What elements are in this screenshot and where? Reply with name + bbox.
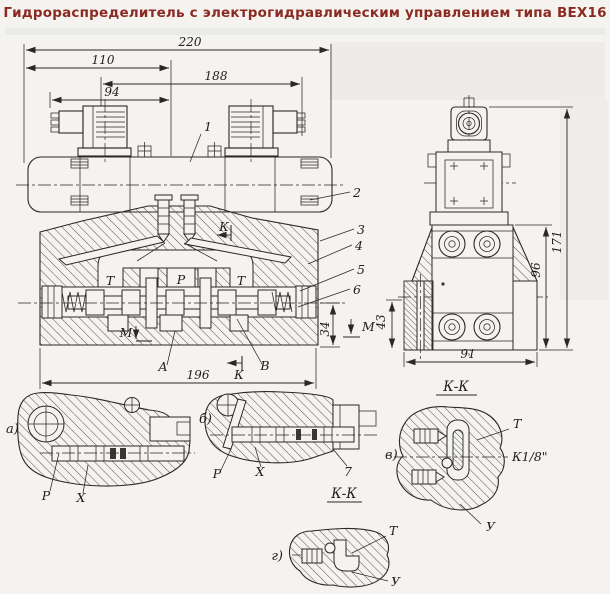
pilot-channel-right: [183, 237, 293, 264]
dim-43-label: 43: [374, 314, 388, 331]
side-body: [403, 224, 538, 360]
detail-v-label: в): [385, 448, 398, 463]
right-connector: [272, 110, 298, 134]
detail-b-port-x: Х: [255, 464, 266, 479]
spring-right: [271, 291, 293, 313]
dim-220-label: 220: [178, 35, 202, 49]
left-solenoid: [50, 99, 132, 162]
spool-assembly: [18, 277, 347, 332]
dim-91-label: 91: [460, 347, 475, 361]
part-callout-4: 4: [354, 238, 363, 253]
section-m-marker-main: М: [119, 325, 152, 342]
bottom-dimensions: 196 К 34: [39, 302, 340, 389]
section-k-top-label: К: [218, 219, 229, 234]
side-dimensions: 171 96 43 91: [374, 106, 573, 367]
part-callouts: 2 3 4 5 6: [297, 185, 365, 308]
detail-a-spool: [51, 445, 185, 462]
detail-b-section-title: К-К: [327, 486, 362, 503]
dim-171-label: 171: [550, 231, 564, 254]
main-front-view: 220 110 188 94: [16, 35, 365, 389]
detail-view-b: б) Р Х 7 К-К: [199, 391, 380, 503]
top-bolt-left: [137, 142, 152, 158]
detail-view-v: в) Т К1/8" У: [385, 406, 548, 534]
part-callout-7: 7: [344, 464, 352, 479]
part-callout-3: 3: [357, 222, 365, 237]
section-k-marker-bottom: К: [227, 356, 244, 382]
section-m-marker-side: М: [343, 319, 376, 338]
side-view: 171 96 43 91 М К-К: [343, 95, 573, 396]
detail-b-port-p: Р: [212, 466, 222, 481]
detail-g-channel: [333, 539, 360, 572]
pilot-channel-left: [57, 235, 166, 266]
callout-1: 1: [189, 119, 212, 163]
right-solenoid: [224, 99, 306, 162]
top-bolt-right: [207, 142, 222, 158]
detail-g-label: г): [271, 549, 283, 564]
part-callout-2: 2: [352, 185, 361, 200]
detail-v-port-k18: К1/8": [511, 449, 548, 464]
center-studs: [154, 194, 199, 243]
part-callout-6: 6: [353, 282, 361, 297]
section-m-side-label: М: [361, 319, 376, 334]
detail-v-port-y: У: [486, 519, 496, 534]
detail-a-label: а): [6, 422, 19, 437]
left-connector: [58, 110, 84, 134]
section-kk-side-label: К-К: [442, 379, 469, 395]
dim-96-label: 96: [529, 262, 543, 278]
detail-view-g: г) Т У: [271, 523, 401, 589]
coil-corner-marks: [450, 162, 488, 205]
adapter-plate: [429, 211, 509, 226]
detail-a-port-x: Х: [76, 490, 87, 505]
valve-body-section: К Т Р: [18, 194, 347, 374]
detail-v-port-t: Т: [513, 416, 523, 431]
section-k-bottom-label: К: [233, 367, 244, 382]
end-ribs: [70, 158, 319, 206]
part-callout-5: 5: [357, 262, 365, 277]
dim-110-label: 110: [92, 53, 115, 67]
spring-left: [61, 291, 87, 313]
page-title: Гидрораспределитель с электрогидравличес…: [3, 5, 607, 21]
dim-196-label: 196: [187, 368, 210, 382]
cylinder-body: [16, 142, 346, 213]
port-t-right-label: Т: [237, 273, 247, 288]
port-a-label: А: [157, 359, 167, 374]
section-m-main-label: М: [119, 325, 134, 340]
top-dimensions: 220 110 188 94: [23, 35, 332, 163]
section-k-marker-top: К: [217, 219, 232, 241]
side-section-title: К-К: [436, 379, 477, 396]
socket-screws: [438, 230, 501, 341]
dim-188-label: 188: [205, 69, 228, 83]
port-b-label: В: [259, 358, 269, 373]
port-t-left-label: Т: [106, 273, 116, 288]
detail-g-port-y: У: [391, 574, 401, 589]
detail-b-label: б): [199, 412, 212, 427]
detail-g-port-t: Т: [389, 523, 399, 538]
port-p-label: Р: [176, 272, 186, 287]
section-kk-b-label: К-К: [330, 486, 357, 502]
part-callout-1: 1: [204, 119, 212, 134]
side-coil: [427, 139, 511, 213]
detail-b-spool: [231, 426, 355, 443]
dim-94-label: 94: [104, 85, 119, 99]
detail-a-port-p: Р: [41, 488, 51, 503]
dim-34-label: 34: [318, 321, 332, 336]
detail-view-a: а) Р Х: [6, 392, 195, 505]
